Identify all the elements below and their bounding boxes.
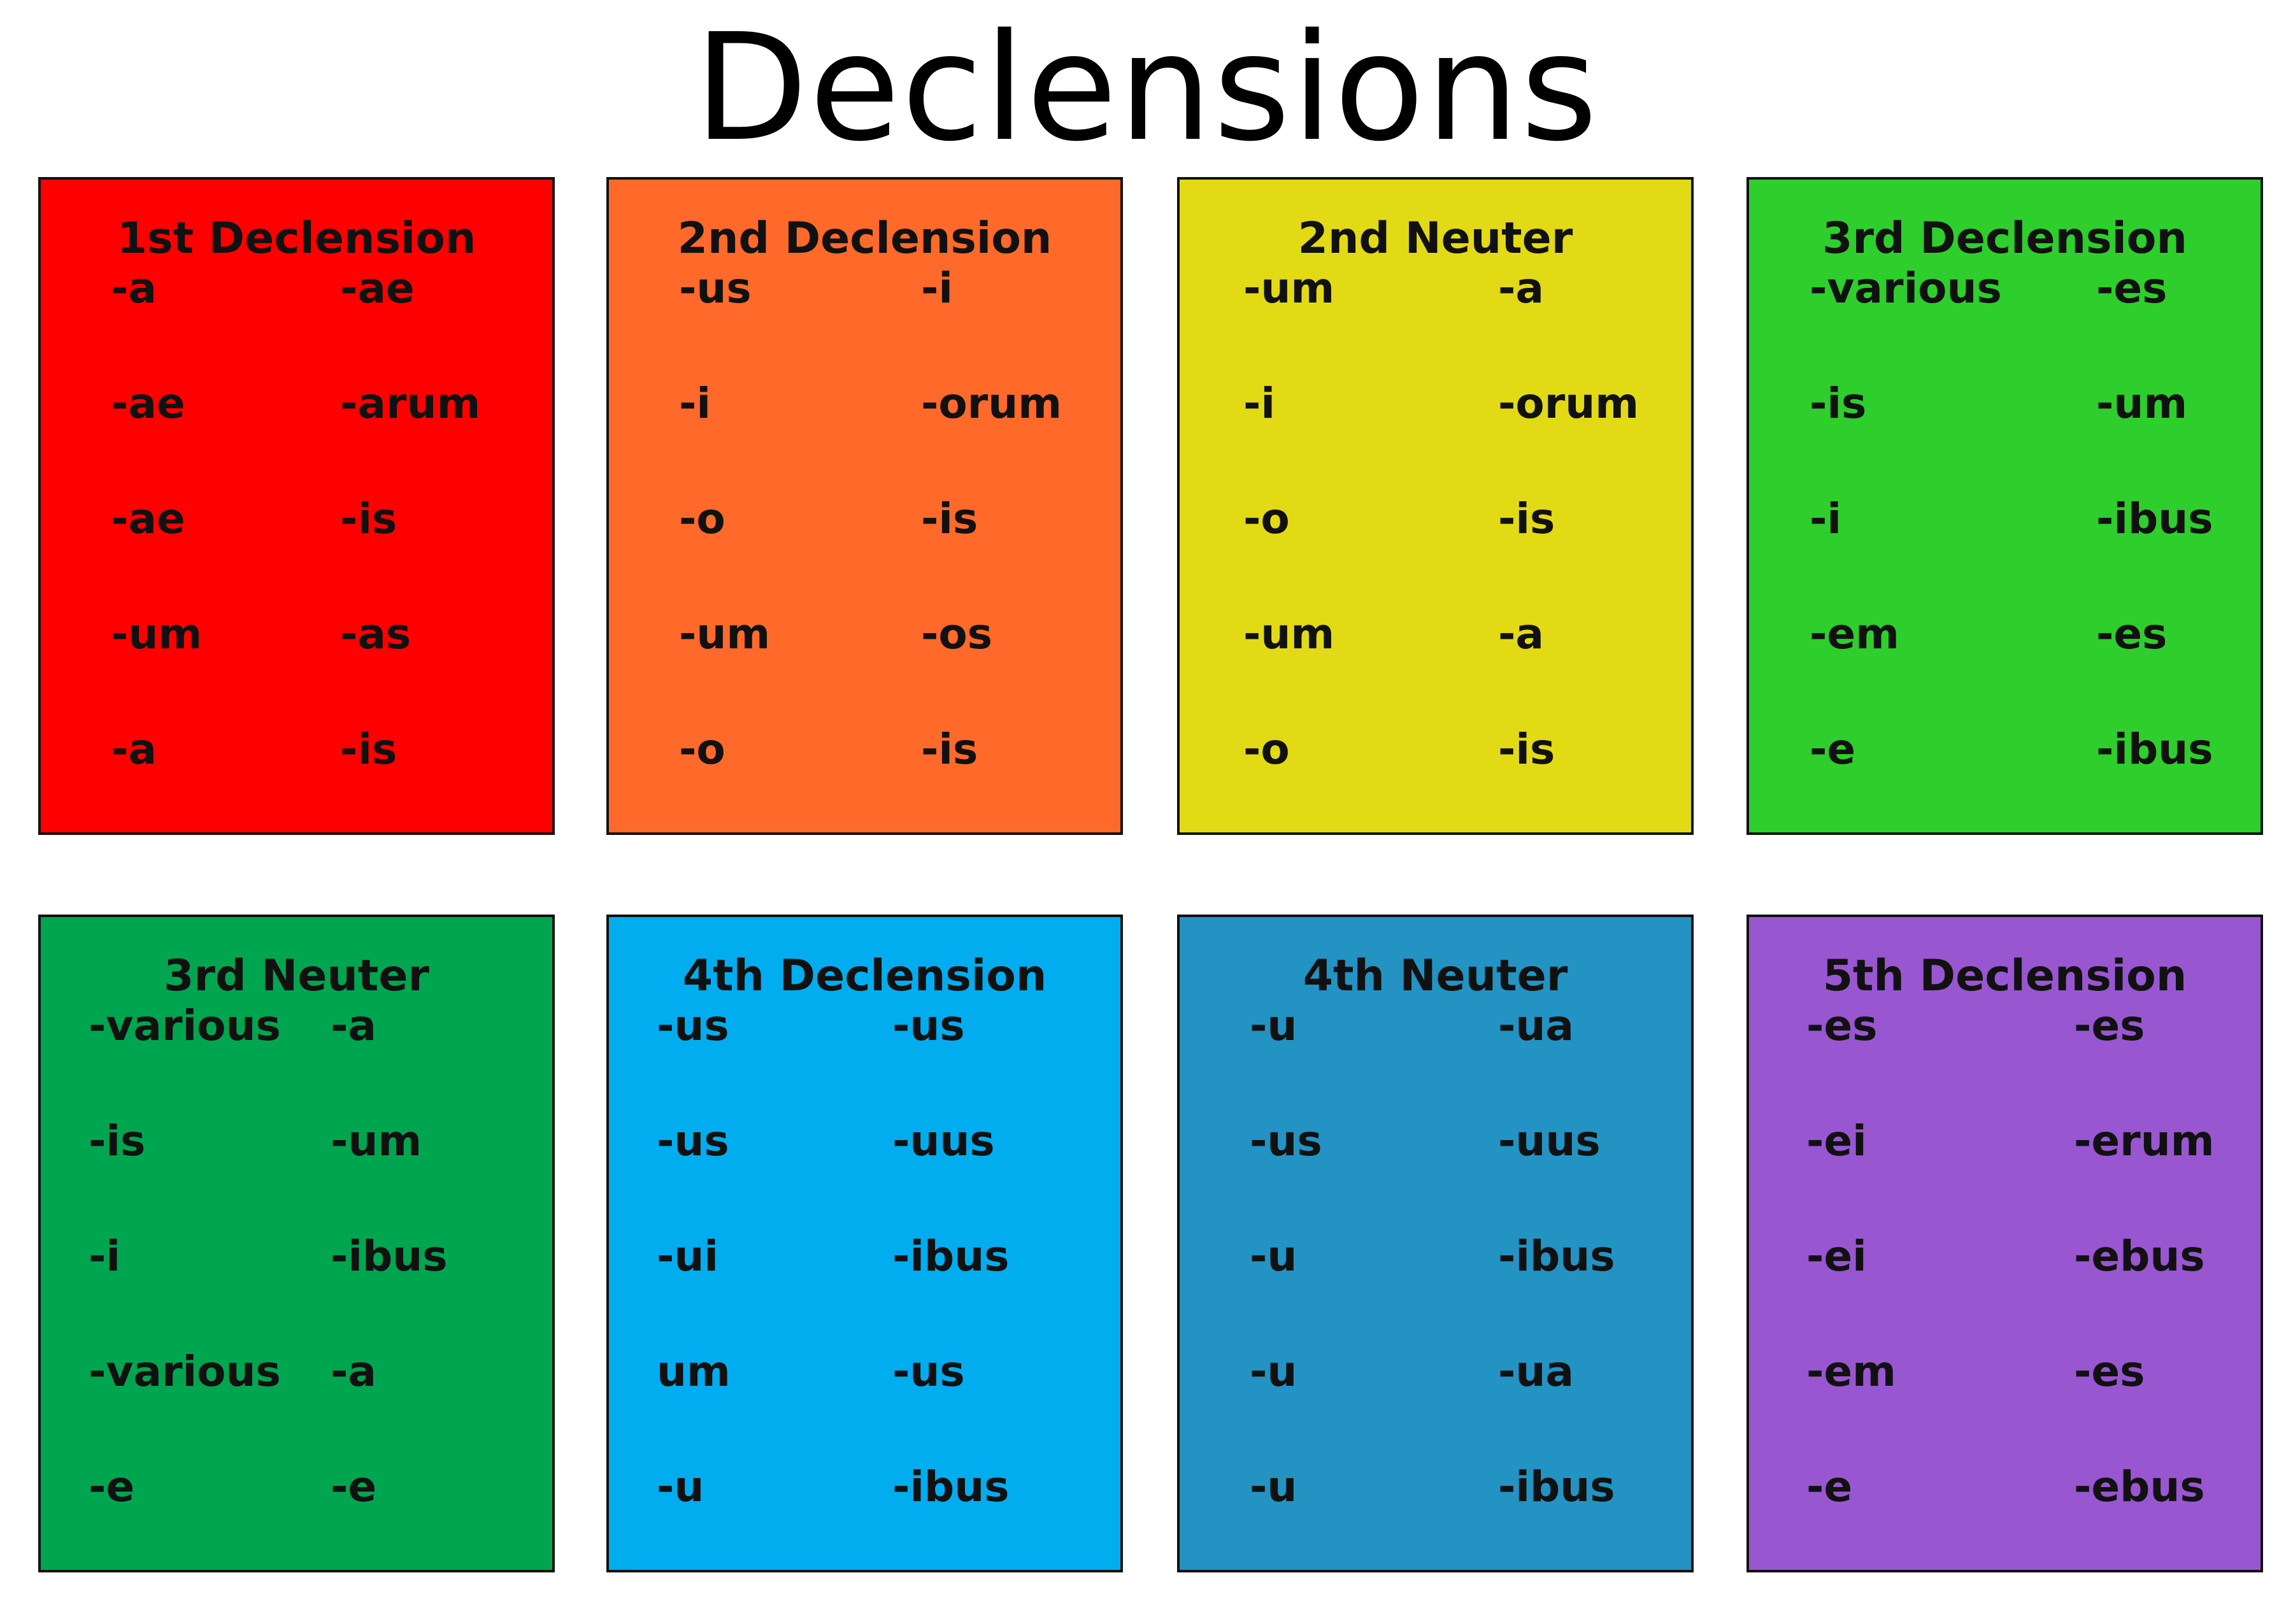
singular-ending: -u (657, 1462, 704, 1511)
plural-ending: -ibus (331, 1232, 448, 1281)
plural-ending: -es (2074, 1347, 2145, 1396)
page-title: Declensions (694, 2, 1599, 174)
plural-ending: -e (331, 1462, 377, 1511)
plural-ending: -uus (892, 1116, 995, 1165)
singular-ending: -various (1810, 264, 2002, 313)
plural-ending: -ua (1498, 1347, 1574, 1396)
plural-ending: -es (2096, 264, 2168, 313)
plural-ending: -as (340, 609, 411, 659)
plural-ending: -ibus (1498, 1462, 1615, 1511)
card-title: 4th Neuter (1303, 951, 1568, 1001)
singular-ending: -i (1243, 379, 1276, 428)
plural-ending: -ibus (1498, 1232, 1615, 1281)
declension-card: 5th Declension-es-es-ei-erum-ei-ebus-em-… (1747, 915, 2263, 1572)
plural-ending: -us (892, 1347, 965, 1396)
plural-ending: -is (1498, 725, 1555, 774)
declension-card: 2nd Declension-us -i -i -orum -o -is -um -os -o -… (606, 177, 1123, 835)
plural-ending: -ibus (2096, 725, 2213, 774)
singular-ending: -i (1810, 494, 1842, 543)
plural-ending: -ae (340, 264, 415, 313)
singular-ending: -um (1243, 264, 1335, 313)
plural-ending: -arum (340, 379, 481, 428)
declension-card: 4th Neuter-u-ua-us-uus-u-ibus-u-ua-u-ibu… (1177, 915, 1694, 1572)
singular-ending: -is (89, 1116, 146, 1165)
singular-ending: -ae (111, 494, 185, 543)
singular-ending: -ei (1806, 1116, 1867, 1165)
card-title: 2nd Declension (677, 213, 1052, 264)
singular-ending: -o (1243, 725, 1290, 774)
singular-ending: -o (679, 725, 725, 774)
plural-ending: -ebus (2074, 1462, 2205, 1511)
card-title: 3rd Declension (1822, 213, 2187, 264)
plural-ending: -i (921, 264, 954, 313)
singular-ending: -is (1810, 379, 1867, 428)
plural-ending: -a (331, 1347, 376, 1396)
singular-ending: -i (89, 1232, 121, 1281)
singular-ending: um (657, 1347, 731, 1396)
singular-ending: -o (1243, 494, 1290, 543)
singular-ending: -um (1243, 609, 1335, 659)
singular-ending: -e (89, 1462, 135, 1511)
singular-ending: -a (111, 725, 157, 774)
plural-ending: -orum (1498, 379, 1639, 428)
plural-ending: -ibus (2096, 494, 2213, 543)
plural-ending: -is (1498, 494, 1555, 543)
plural-ending: -a (331, 1001, 376, 1050)
plural-ending: -uus (1498, 1116, 1601, 1165)
plural-ending: -a (1498, 609, 1544, 659)
plural-ending: -erum (2074, 1116, 2215, 1165)
singular-ending: -us (657, 1116, 729, 1165)
singular-ending: -us (1250, 1116, 1322, 1165)
declension-card: 2nd Neuter-um-a-i-orum-o-is-um-a-o-is (1177, 177, 1694, 835)
singular-ending: -a (111, 264, 157, 313)
plural-ending: -es (2096, 609, 2168, 659)
singular-ending: -em (1810, 609, 1899, 659)
plural-ending: -is (921, 725, 978, 774)
card-title: 1st Declension (117, 213, 476, 264)
plural-ending: -us (892, 1001, 965, 1050)
singular-ending: -various (89, 1001, 281, 1050)
declension-card: 3rd Neuter-various-a-is-um-i-ibus-variou… (38, 915, 555, 1572)
singular-ending: -us (657, 1001, 729, 1050)
plural-ending: -is (340, 725, 397, 774)
singular-ending: -e (1810, 725, 1856, 774)
singular-ending: -um (111, 609, 203, 659)
singular-ending: -u (1250, 1001, 1297, 1050)
declension-card: 3rd Declension-various -es -is -um -i -ibus -e… (1747, 177, 2263, 835)
plural-ending: -um (331, 1116, 422, 1165)
plural-ending: -is (340, 494, 397, 543)
plural-ending: -es (2074, 1001, 2145, 1050)
plural-ending: -os (921, 609, 993, 659)
singular-ending: -e (1806, 1462, 1853, 1511)
declension-card: 1st Declension-a-ae-ae-arum-ae-is-um-as-… (38, 177, 555, 835)
plural-ending: -ebus (2074, 1232, 2205, 1281)
plural-ending: -ibus (892, 1462, 1010, 1511)
singular-ending: -em (1806, 1347, 1896, 1396)
plural-ending: -is (921, 494, 978, 543)
singular-ending: -ei (1806, 1232, 1867, 1281)
plural-ending: -um (2096, 379, 2188, 428)
singular-ending: -us (679, 264, 752, 313)
singular-ending: -es (1806, 1001, 1878, 1050)
singular-ending: -u (1250, 1232, 1297, 1281)
card-title: 5th Declension (1822, 951, 2187, 1001)
plural-ending: -ibus (892, 1232, 1010, 1281)
card-title: 3rd Neuter (164, 951, 429, 1001)
plural-ending: -orum (921, 379, 1062, 428)
singular-ending: -um (679, 609, 771, 659)
card-title: 4th Declension (682, 951, 1047, 1001)
plural-ending: -ua (1498, 1001, 1574, 1050)
plural-ending: -a (1498, 264, 1544, 313)
singular-ending: -ui (657, 1232, 719, 1281)
singular-ending: -various (89, 1347, 281, 1396)
card-title: 2nd Neuter (1297, 213, 1573, 264)
singular-ending: -o (679, 494, 725, 543)
singular-ending: -u (1250, 1347, 1297, 1396)
singular-ending: -u (1250, 1462, 1297, 1511)
singular-ending: -i (679, 379, 711, 428)
singular-ending: -ae (111, 379, 185, 428)
